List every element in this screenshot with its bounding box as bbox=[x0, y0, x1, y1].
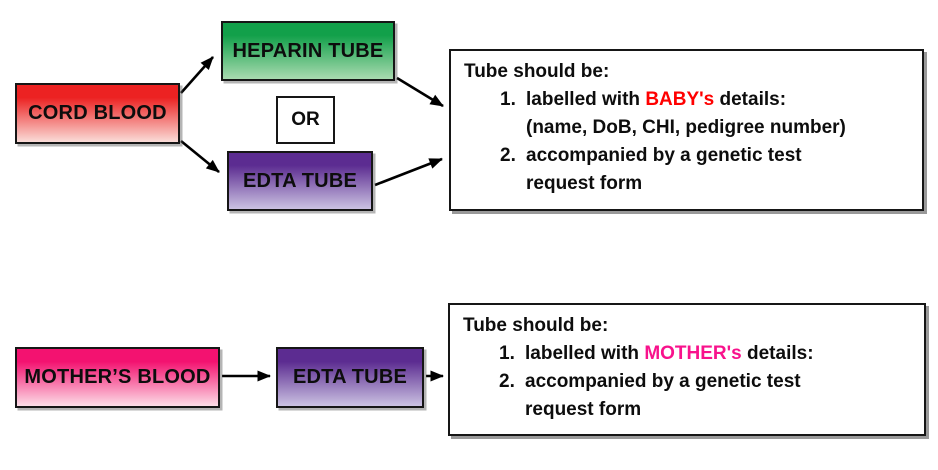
mother-highlight: MOTHER's bbox=[644, 343, 742, 364]
mother-blood-node: MOTHER’S BLOOD bbox=[15, 347, 220, 408]
baby-info-item-2: 2. accompanied by a genetic test request… bbox=[464, 142, 914, 198]
arrow-edta-to-baby-info bbox=[374, 157, 443, 187]
baby-info-item-2-text: accompanied by a genetic test request fo… bbox=[526, 145, 802, 194]
arrow-cord-to-edta bbox=[180, 139, 220, 174]
mother-info-item-2: 2. accompanied by a genetic test request… bbox=[463, 368, 916, 424]
list-number: 1. bbox=[499, 343, 515, 364]
baby-info-item-1: 1. labelled with BABY's details: bbox=[464, 86, 914, 114]
list-number: 1. bbox=[500, 89, 516, 110]
baby-info-title: Tube should be: bbox=[464, 61, 610, 82]
mother-info-item-2-text: accompanied by a genetic test request fo… bbox=[525, 371, 801, 420]
or-label: OR bbox=[291, 109, 320, 130]
edta-tube-node-top: EDTA TUBE bbox=[227, 151, 373, 211]
mother-info-item-1: 1. labelled with MOTHER's details: bbox=[463, 340, 916, 368]
baby-info-item-1-note: (name, DoB, CHI, pedigree number) bbox=[464, 114, 914, 142]
heparin-tube-node: HEPARIN TUBE bbox=[221, 21, 395, 81]
edta-tube-bottom-label: EDTA TUBE bbox=[292, 366, 408, 388]
edta-tube-node-bottom: EDTA TUBE bbox=[276, 347, 424, 408]
mother-blood-label: MOTHER’S BLOOD bbox=[24, 366, 211, 388]
mother-info-title: Tube should be: bbox=[463, 315, 609, 336]
cord-blood-label: CORD BLOOD bbox=[28, 102, 167, 124]
arrow-heparin-to-baby-info bbox=[396, 76, 444, 108]
indent-spacer bbox=[464, 114, 526, 142]
list-number: 2. bbox=[500, 145, 516, 166]
edta-tube-top-label: EDTA TUBE bbox=[242, 169, 358, 192]
arrow-cord-to-heparin bbox=[180, 56, 214, 94]
mother-info-item-1-text: labelled with MOTHER's details: bbox=[525, 343, 814, 364]
cord-blood-node: CORD BLOOD bbox=[15, 83, 180, 144]
heparin-tube-label: HEPARIN TUBE bbox=[232, 39, 384, 62]
or-connector-box: OR bbox=[276, 96, 335, 144]
baby-info-box: Tube should be: 1. labelled with BABY's … bbox=[449, 49, 924, 211]
baby-highlight: BABY's bbox=[645, 89, 715, 110]
mother-info-box: Tube should be: 1. labelled with MOTHER'… bbox=[448, 303, 926, 436]
list-number: 2. bbox=[499, 371, 515, 392]
baby-info-item-1-text: labelled with BABY's details: bbox=[526, 89, 787, 110]
